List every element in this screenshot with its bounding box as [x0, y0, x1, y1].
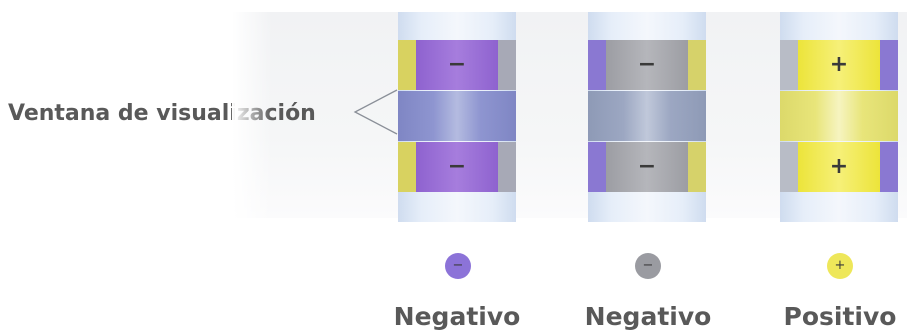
positive-indicator-icon: + [827, 253, 853, 279]
test-pad-top: − [398, 40, 516, 90]
viewing-window-band [588, 91, 706, 141]
pad-edge-right [498, 40, 516, 90]
pad-edge-right [880, 142, 898, 192]
minus-sign-icon: − [637, 52, 657, 77]
viewing-window-band [398, 91, 516, 141]
result-label-strip-3: Positivo [783, 302, 897, 331]
test-pad-top: + [780, 40, 898, 90]
plus-sign-icon: + [829, 154, 849, 179]
pad-core: − [606, 40, 688, 90]
test-strip-2: − − [588, 12, 706, 222]
negative-indicator-icon: − [635, 253, 661, 279]
pad-core: − [606, 142, 688, 192]
pad-core: + [798, 40, 880, 90]
background-fade [232, 12, 272, 218]
minus-sign-icon: − [637, 154, 657, 179]
pad-edge-left [588, 142, 606, 192]
test-pad-bottom: − [398, 142, 516, 192]
test-pad-top: − [588, 40, 706, 90]
pad-edge-right [498, 142, 516, 192]
result-label-strip-2: Negativo [584, 302, 712, 331]
test-pad-bottom: + [780, 142, 898, 192]
pad-edge-right [880, 40, 898, 90]
pad-edge-right [688, 142, 706, 192]
minus-sign-icon: − [447, 154, 467, 179]
pad-core: − [416, 142, 498, 192]
result-label-strip-1: Negativo [393, 302, 521, 331]
pad-edge-left [398, 40, 416, 90]
pad-core: − [416, 40, 498, 90]
test-strip-1: − − [398, 12, 516, 222]
minus-sign-icon: − [447, 52, 467, 77]
pad-core: + [798, 142, 880, 192]
pad-edge-right [688, 40, 706, 90]
test-strip-3: + + [780, 12, 898, 222]
negative-indicator-icon: − [445, 253, 471, 279]
pad-edge-left [588, 40, 606, 90]
viewing-window-band [780, 91, 898, 141]
viewing-window-bracket [353, 89, 398, 135]
pad-edge-left [398, 142, 416, 192]
pad-edge-left [780, 40, 798, 90]
pad-edge-left [780, 142, 798, 192]
test-pad-bottom: − [588, 142, 706, 192]
plus-sign-icon: + [829, 52, 849, 77]
